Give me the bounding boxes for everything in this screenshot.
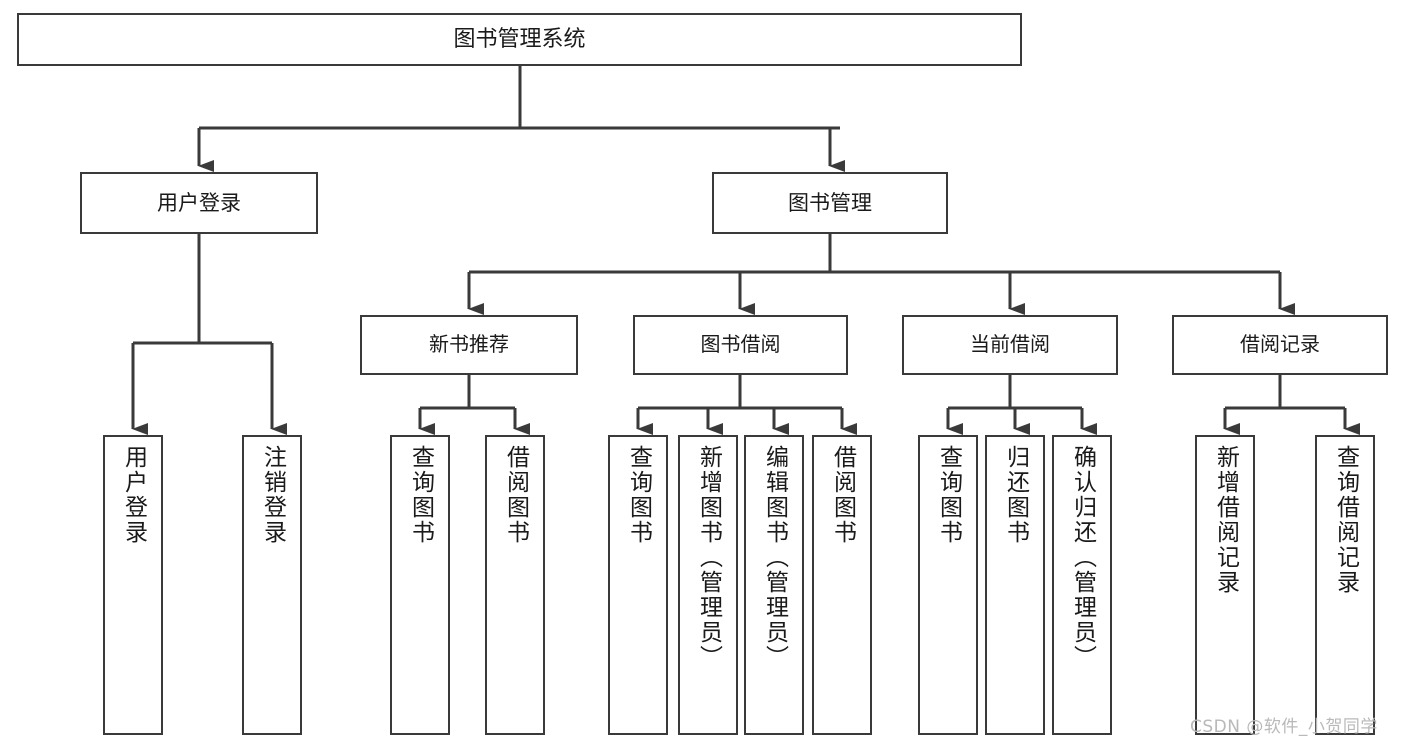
node-leaf-8[interactable]: 查询图书 bbox=[918, 435, 978, 735]
node-label: 新增借阅记录 bbox=[1212, 445, 1239, 595]
node-label: 查询图书 bbox=[407, 445, 434, 545]
node-leaf-6[interactable]: 编辑图书（管理员） bbox=[744, 435, 804, 735]
node-leaf-7[interactable]: 借阅图书 bbox=[812, 435, 872, 735]
node-leaf-5[interactable]: 新增图书（管理员） bbox=[678, 435, 738, 735]
node-level3-2[interactable]: 当前借阅 bbox=[902, 315, 1118, 375]
node-leaf-10[interactable]: 确认归还（管理员） bbox=[1052, 435, 1112, 735]
node-label: 用户登录 bbox=[157, 190, 241, 215]
node-leaf-12[interactable]: 查询借阅记录 bbox=[1315, 435, 1375, 735]
node-label: 查询图书 bbox=[625, 445, 652, 545]
node-level2-1[interactable]: 图书管理 bbox=[712, 172, 948, 234]
node-label: 注销登录 bbox=[259, 445, 286, 545]
node-level3-1[interactable]: 图书借阅 bbox=[633, 315, 848, 375]
node-leaf-9[interactable]: 归还图书 bbox=[985, 435, 1045, 735]
node-label: 新书推荐 bbox=[429, 332, 509, 357]
node-label: 图书管理 bbox=[788, 190, 872, 215]
node-label: 借阅图书 bbox=[502, 445, 529, 545]
node-label: 归还图书 bbox=[1002, 445, 1029, 545]
node-leaf-1[interactable]: 注销登录 bbox=[242, 435, 302, 735]
node-label: 查询借阅记录 bbox=[1332, 445, 1359, 595]
node-level3-0[interactable]: 新书推荐 bbox=[360, 315, 578, 375]
node-leaf-3[interactable]: 借阅图书 bbox=[485, 435, 545, 735]
node-label: 查询图书 bbox=[935, 445, 962, 545]
node-label: 图书借阅 bbox=[700, 332, 781, 357]
csdn-watermark: CSDN @软件_小贺同学 bbox=[1190, 717, 1378, 737]
node-label: 用户登录 bbox=[120, 445, 147, 545]
node-label: 确认归还（管理员） bbox=[1069, 445, 1096, 670]
node-leaf-11[interactable]: 新增借阅记录 bbox=[1195, 435, 1255, 735]
node-leaf-2[interactable]: 查询图书 bbox=[390, 435, 450, 735]
node-level2-0[interactable]: 用户登录 bbox=[80, 172, 318, 234]
node-label: 图书管理系统 bbox=[453, 26, 586, 52]
node-label: 借阅图书 bbox=[829, 445, 856, 545]
node-label: 当前借阅 bbox=[970, 332, 1050, 357]
node-root-图书管理系统[interactable]: 图书管理系统 bbox=[17, 13, 1022, 66]
node-leaf-4[interactable]: 查询图书 bbox=[608, 435, 668, 735]
node-label: 编辑图书（管理员） bbox=[761, 445, 788, 670]
node-label: 新增图书（管理员） bbox=[695, 445, 722, 670]
node-label: 借阅记录 bbox=[1240, 332, 1320, 357]
node-leaf-0[interactable]: 用户登录 bbox=[103, 435, 163, 735]
node-level3-3[interactable]: 借阅记录 bbox=[1172, 315, 1388, 375]
